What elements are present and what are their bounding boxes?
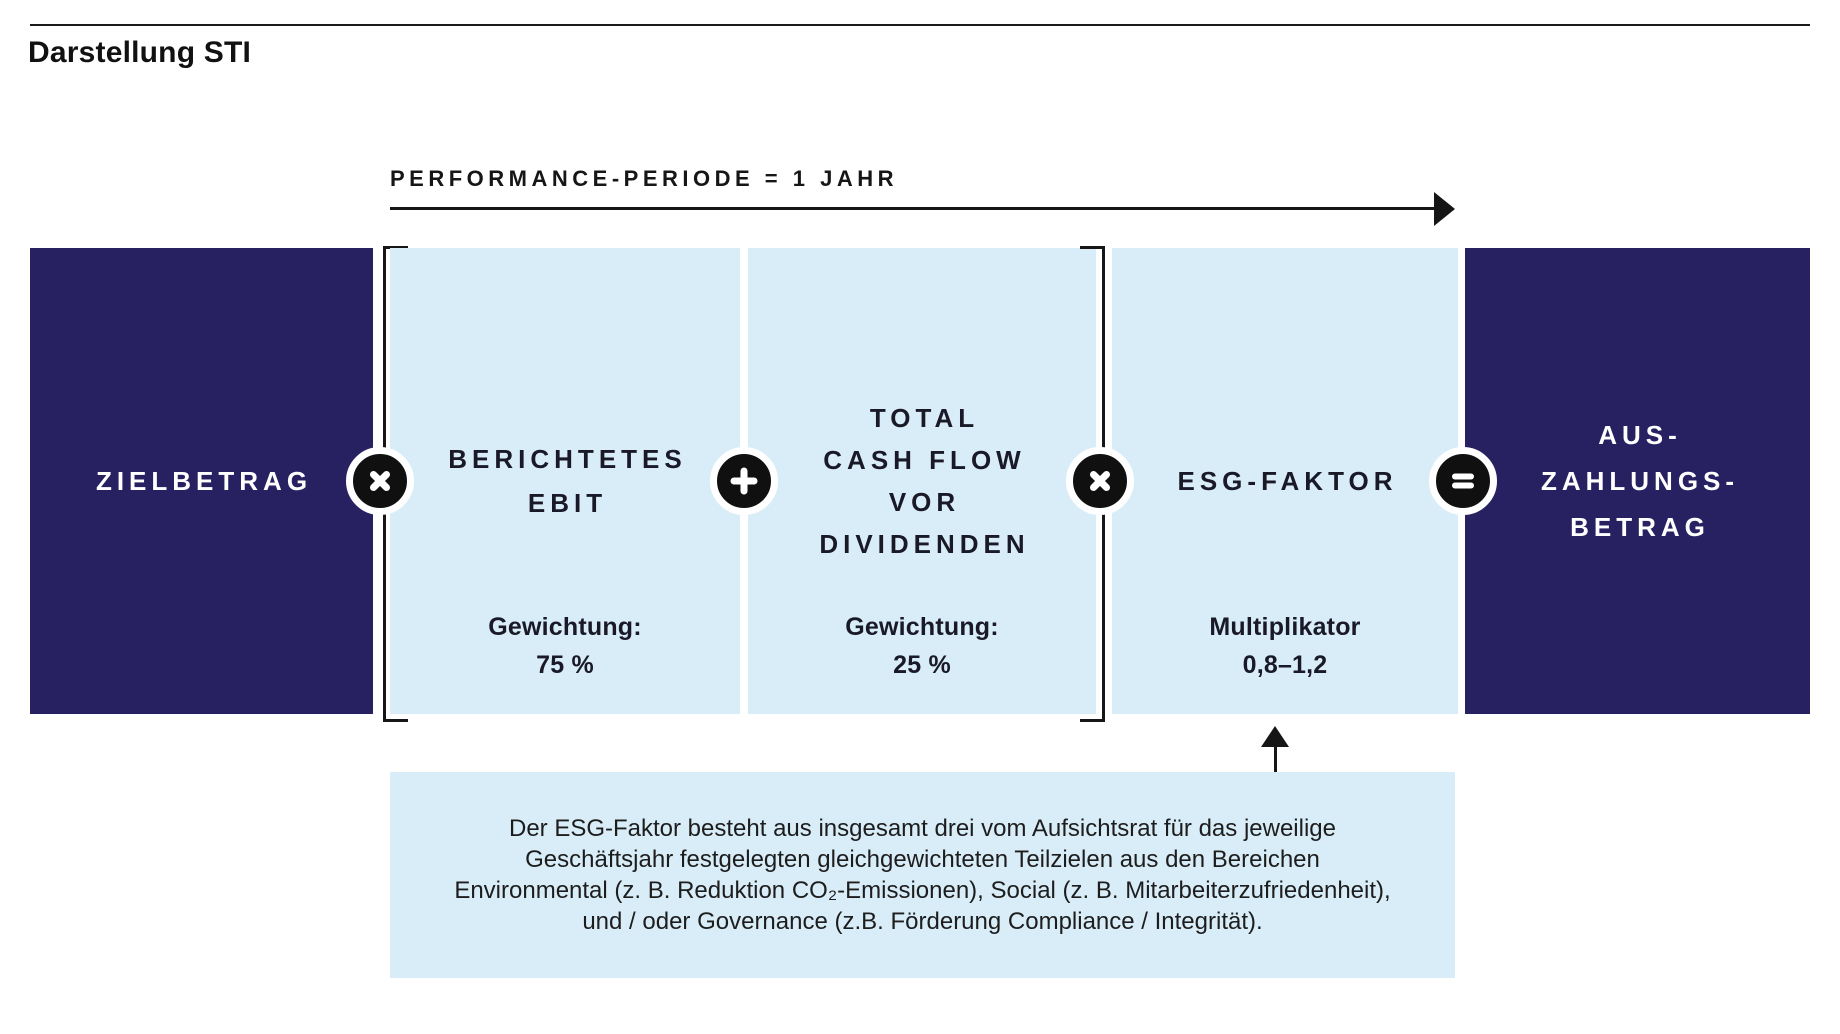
esg-note-line2: Geschäftsjahr festgelegten gleichgewicht… [525,846,1320,873]
esg-faktor-box: ESG-FAKTOR Multiplikator 0,8–1,2 [1112,248,1458,714]
esg-note-line4: und / oder Governance (z.B. Förderung Co… [582,908,1263,935]
auszahlung-label-line1: AUS- [1598,420,1682,450]
performance-period-arrow-line [390,207,1436,210]
zielbetrag-box: ZIELBETRAG [30,248,373,714]
esg-note-line3: Environmental (z. B. Reduktion CO₂-Emiss… [454,877,1391,904]
page-title: Darstellung STI [28,36,252,69]
cashflow-weight-value: 25 % [893,651,951,679]
auszahlung-label-line2: ZAHLUNGS- [1540,466,1740,496]
zielbetrag-label: ZIELBETRAG [95,466,313,496]
esg-note-box: Der ESG-Faktor besteht aus insgesamt dre… [390,772,1455,978]
performance-period-label: PERFORMANCE-PERIODE = 1 JAHR [390,166,899,191]
up-arrowhead-icon [1261,726,1289,747]
cashflow-label-line1: TOTAL [869,403,980,433]
cashflow-weight-label: Gewichtung: [845,613,999,641]
esg-note-line1: Der ESG-Faktor besteht aus insgesamt dre… [508,815,1336,842]
auszahlungsbetrag-box: AUS- ZAHLUNGS- BETRAG [1465,248,1810,714]
esg-multiplier-label: Multiplikator [1209,613,1361,641]
multiply-icon [346,447,414,515]
cashflow-label-line3: VOR [888,487,961,517]
ebit-weight-value: 75 % [536,651,594,679]
berichtetes-ebit-box: BERICHTETES EBIT Gewichtung: 75 % [390,248,740,714]
cashflow-box: TOTAL CASH FLOW VOR DIVIDENDEN Gewichtun… [748,248,1096,714]
multiply-icon [1066,447,1134,515]
up-arrow-line [1274,747,1277,772]
ebit-weight-label: Gewichtung: [488,613,642,641]
cashflow-label-line2: CASH FLOW [823,445,1026,475]
plus-icon [710,447,778,515]
esg-label: ESG-FAKTOR [1177,466,1398,496]
equals-icon [1429,447,1497,515]
auszahlung-label-line3: BETRAG [1570,512,1710,542]
ebit-label-line1: BERICHTETES [448,444,687,474]
performance-period-arrowhead-icon [1434,192,1455,226]
ebit-label-line2: EBIT [527,488,608,518]
esg-multiplier-value: 0,8–1,2 [1242,651,1328,679]
top-rule [30,24,1810,26]
cashflow-label-line4: DIVIDENDEN [819,529,1030,559]
